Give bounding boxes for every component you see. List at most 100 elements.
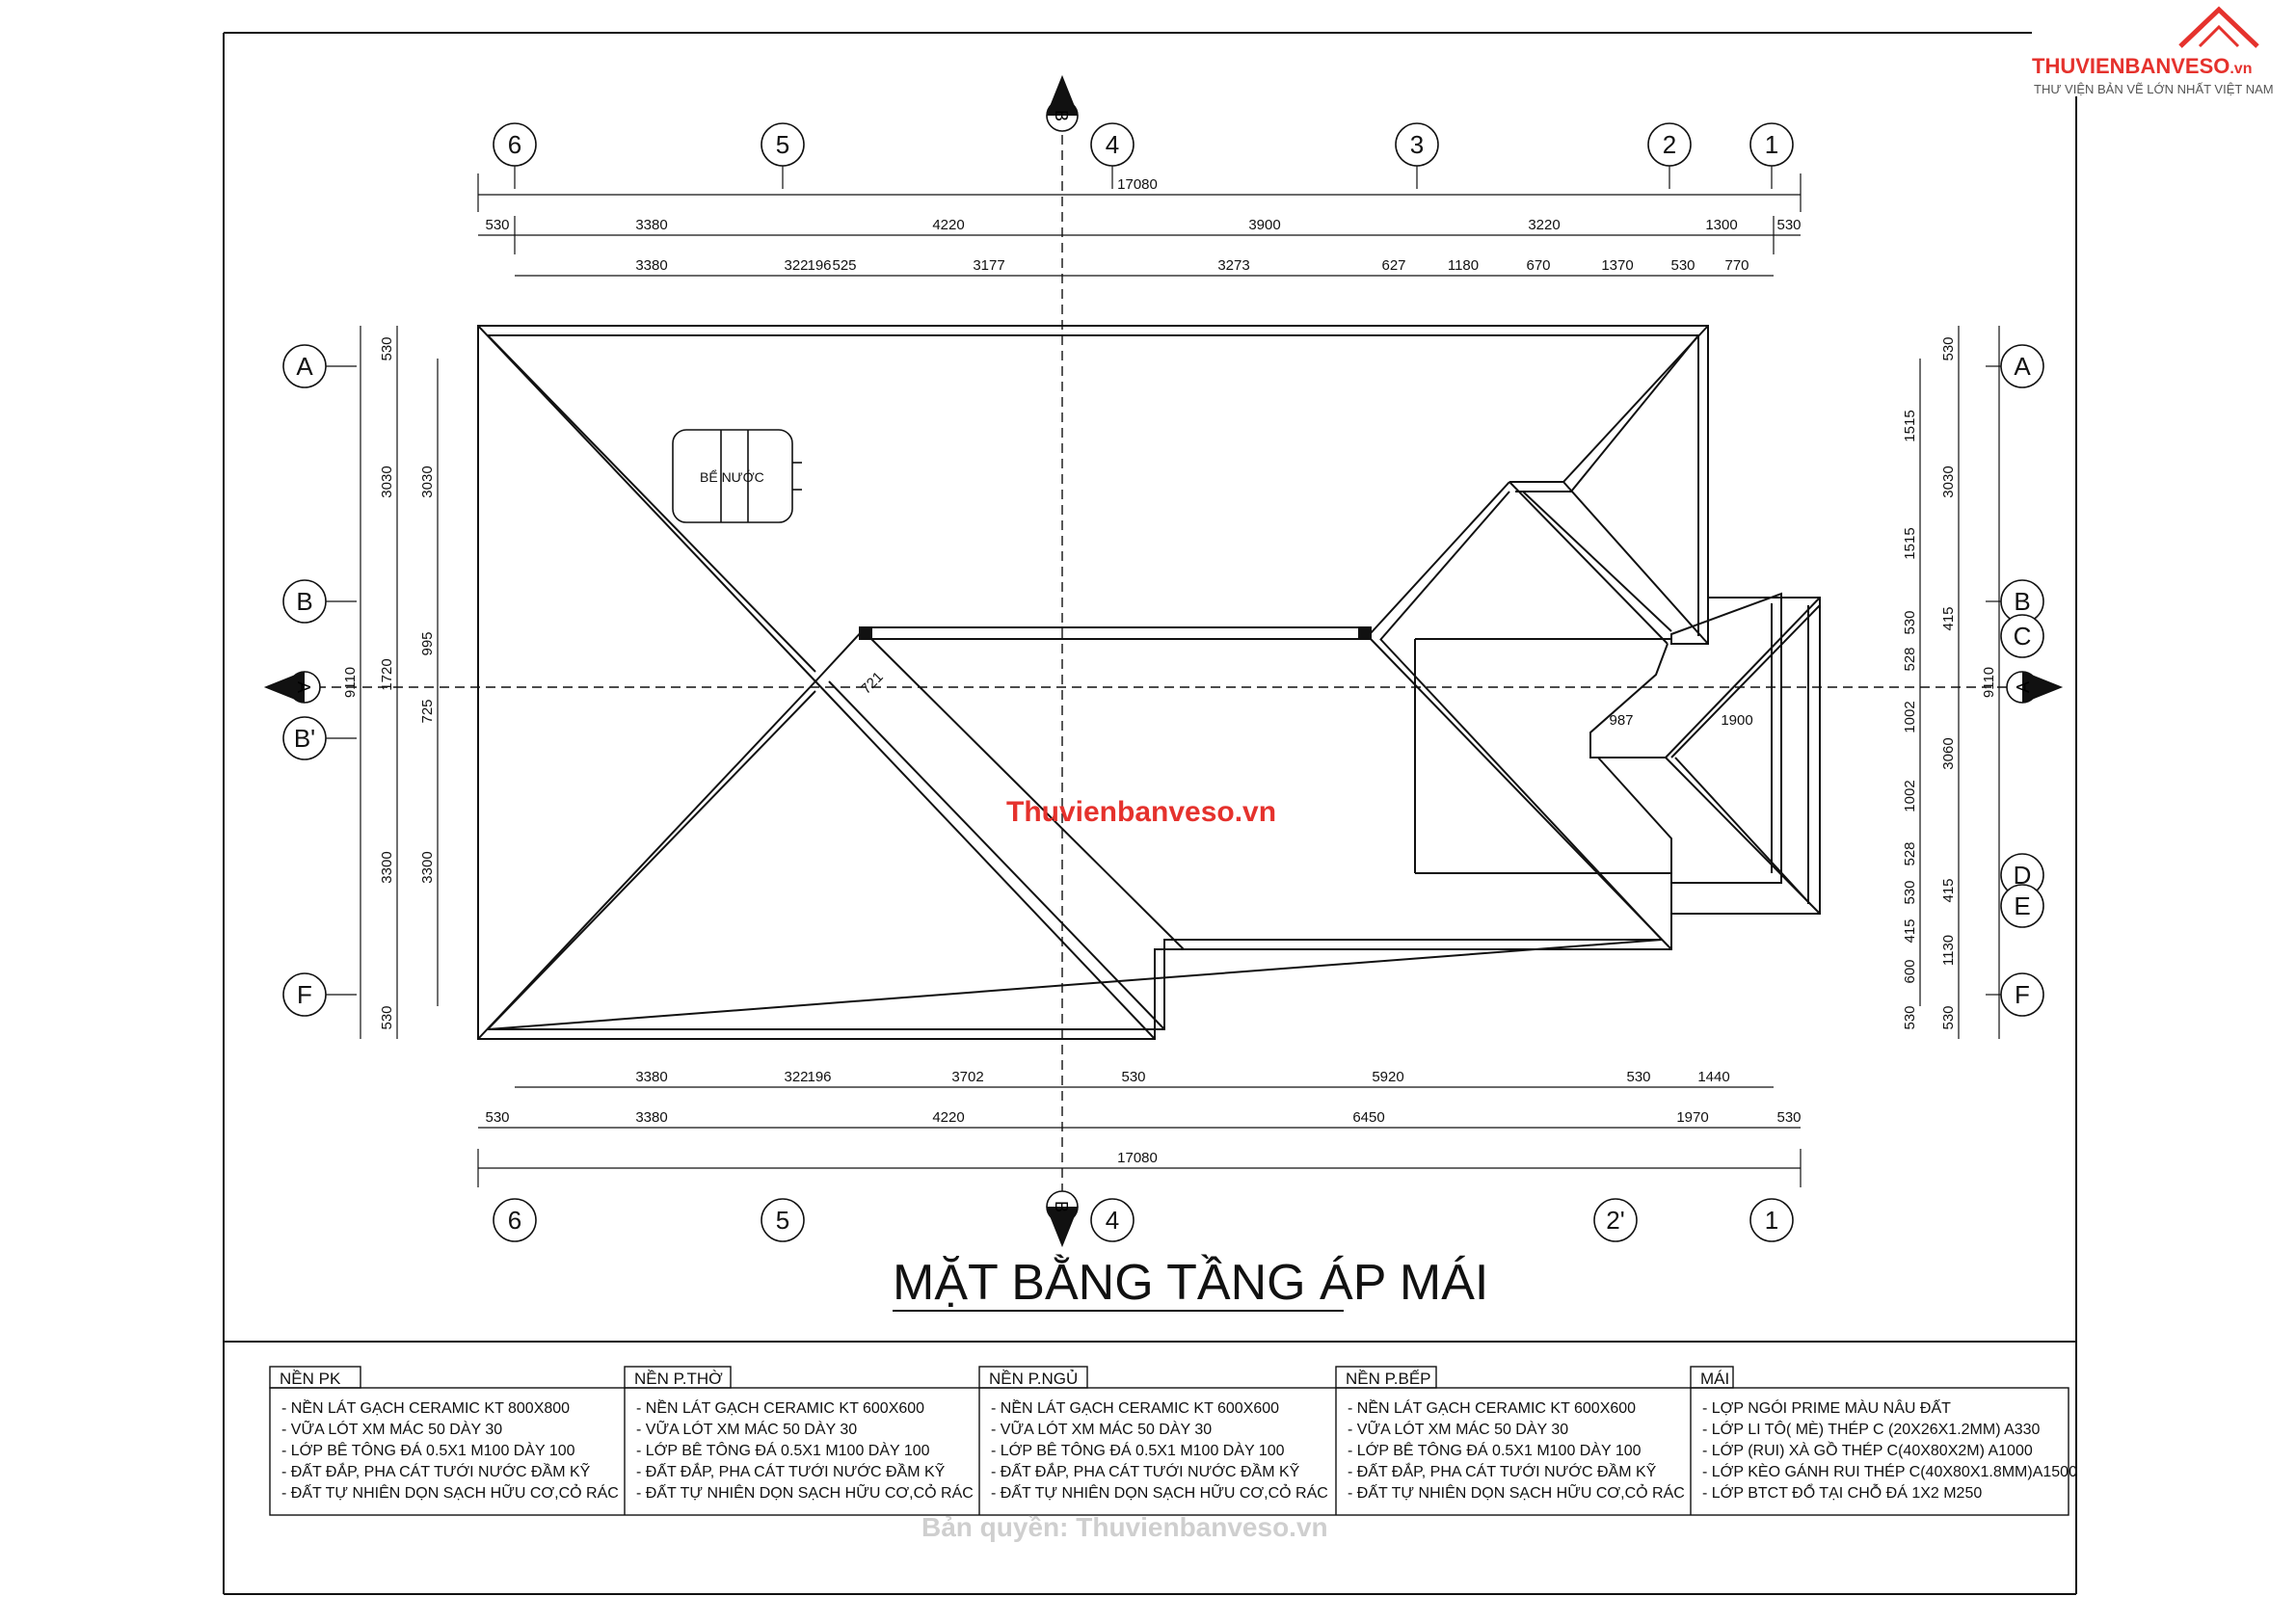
dim-top-2: 525 [832, 257, 856, 274]
notes-line: - ĐẤT ĐẮP, PHA CÁT TƯỚI NƯỚC ĐẦM KỸ [636, 1461, 946, 1480]
dim-top-2: 670 [1526, 257, 1550, 274]
sheet-frame [223, 32, 2077, 1595]
notes-text: NỀN PK - NỀN LÁT GẠCH CERAMIC KT 800X800 -… [280, 1370, 2077, 1502]
section-label-top: B [1052, 110, 1071, 121]
dim-bottom-1: 530 [1626, 1069, 1650, 1085]
dim-bottom-1: 530 [1121, 1069, 1145, 1085]
axis-top-1: 1 [1765, 130, 1778, 159]
dim-left-outer: 530 [379, 1005, 395, 1029]
dim-bottom-1: 3380 [635, 1069, 667, 1085]
dim-top-2: 627 [1381, 257, 1405, 274]
dim-top-2: 530 [1670, 257, 1695, 274]
axis-bubble-leaders [326, 166, 2001, 996]
notes-line: - NỀN LÁT GẠCH CERAMIC KT 600X600 [636, 1398, 924, 1417]
grid-lines [285, 104, 2015, 1195]
axis-top-2: 2 [1663, 130, 1676, 159]
dim-top-2: 1180 [1448, 257, 1479, 274]
dim-left-outer: 3300 [379, 851, 395, 883]
notes-line: - LỚP BÊ TÔNG ĐÁ 0.5X1 M100 DÀY 100 [636, 1441, 930, 1459]
dim-left-inner: 3030 [419, 466, 436, 497]
axis-right-B: B [2014, 587, 2030, 616]
notes-line: - LỚP BTCT ĐỔ TẠI CHỖ ĐÁ 1X2 M250 [1702, 1483, 1982, 1502]
dim-top-2: 322 [784, 257, 808, 274]
notes-line: - NỀN LÁT GẠCH CERAMIC KT 800X800 [281, 1398, 570, 1417]
roof-outline [477, 325, 1821, 1040]
dim-top-1: 1300 [1705, 217, 1737, 233]
drawing-title: MẶT BẰNG TẦNG ÁP MÁI [893, 1254, 1488, 1311]
notes-line: - VỮA LÓT XM MÁC 50 DÀY 30 [1348, 1419, 1568, 1438]
dim-right-total: 9110 [1981, 667, 1997, 698]
notes-line: - LỢP NGÓI PRIME MÀU NÂU ĐẤT [1702, 1398, 1951, 1417]
notes-line: - ĐẤT ĐẮP, PHA CÁT TƯỚI NƯỚC ĐẦM KỸ [281, 1461, 591, 1480]
dimension-lines [360, 173, 2000, 1187]
dim-right-inner: 530 [1902, 880, 1918, 904]
center-watermark: Thuvienbanveso.vn [1006, 796, 1276, 828]
svg-text:THUVIENBANVESO.vn: THUVIENBANVESO.vn [2032, 54, 2252, 78]
notes-heading: NỀN P.NGỦ [989, 1370, 1078, 1388]
axis-left-Bp: B' [294, 724, 315, 753]
notes-line: - ĐẤT TỰ NHIÊN DỌN SẠCH HỮU CƠ,CỎ RÁC [991, 1482, 1328, 1502]
axis-bubbles [282, 122, 2044, 1242]
dim-right-inner: 528 [1902, 647, 1918, 671]
axis-bottom-1: 1 [1765, 1206, 1778, 1235]
axis-left-B: B [296, 587, 312, 616]
notes-heading: NỀN PK [280, 1370, 341, 1388]
axis-bottom-2p: 2' [1606, 1206, 1624, 1235]
notes-line: - LỚP KÈO GÁNH RUI THÉP C(40X80X1.8MM)A1… [1702, 1462, 2077, 1480]
dim-bottom-2: 4220 [932, 1109, 964, 1126]
dim-bottom-2: 1970 [1676, 1109, 1708, 1126]
dim-bottom-1: 3702 [951, 1069, 983, 1085]
dim-right-inner: 1515 [1902, 410, 1918, 441]
brand-logo: THUVIENBANVESO.vn THƯ VIỆN BẢN VẼ LỚN NH… [2032, 6, 2274, 96]
dim-top-1: 530 [485, 217, 509, 233]
dimension-texts: 17080 530 3380 4220 3900 3220 1300 530 3… [485, 176, 1801, 1166]
axis-top-5: 5 [776, 130, 789, 159]
dim-left-outer: 3030 [379, 466, 395, 497]
dim-right-outer: 1130 [1940, 935, 1957, 966]
dim-top-1: 3220 [1528, 217, 1560, 233]
notes-heading: NỀN P.THỜ [634, 1370, 723, 1388]
dim-top-1: 3380 [635, 217, 667, 233]
notes-line: - VỮA LÓT XM MÁC 50 DÀY 30 [281, 1419, 502, 1438]
notes-table [269, 1366, 2069, 1516]
dim-top-1: 4220 [932, 217, 964, 233]
dim-right-inner: 415 [1902, 918, 1918, 943]
dim-left-outer: 1720 [379, 658, 395, 690]
axis-right-C: C [2014, 622, 2032, 651]
logo-tagline: THƯ VIỆN BẢN VẼ LỚN NHẤT VIỆT NAM [2034, 82, 2274, 96]
notes-heading: MÁI [1700, 1370, 1729, 1388]
section-label-right: A [2014, 681, 2033, 693]
dim-bottom-1: 5920 [1372, 1069, 1403, 1085]
notes-line: - VỮA LÓT XM MÁC 50 DÀY 30 [636, 1419, 857, 1438]
logo-brand: THUVIENBANVESO [2032, 54, 2229, 78]
axis-right-E: E [2014, 891, 2030, 920]
axis-top-6: 6 [508, 130, 521, 159]
notes-line: - ĐẤT ĐẮP, PHA CÁT TƯỚI NƯỚC ĐẦM KỸ [1348, 1461, 1657, 1480]
tank-label: BỂ NƯỚC [700, 468, 764, 485]
dim-bottom-2: 3380 [635, 1109, 667, 1126]
house-logo-icon [2178, 6, 2259, 48]
dim-left-outer: 530 [379, 336, 395, 360]
dim-top-2: 196 [807, 257, 831, 274]
dim-right-inner: 1002 [1902, 701, 1918, 732]
dim-left-inner: 3300 [419, 851, 436, 883]
dim-left-inner: 725 [419, 699, 436, 723]
notes-line: - LỚP LI TÔ( MÈ) THÉP C (20X26X1.2MM) A3… [1702, 1420, 2041, 1438]
dim-top-2: 1370 [1601, 257, 1633, 274]
notes-line: - LỚP BÊ TÔNG ĐÁ 0.5X1 M100 DÀY 100 [1348, 1441, 1642, 1459]
section-label-left: A [294, 681, 313, 693]
dim-bottom-2: 530 [1776, 1109, 1801, 1126]
dim-right-outer: 415 [1940, 878, 1957, 902]
dim-right-inner: 530 [1902, 1005, 1918, 1029]
axis-left-A: A [296, 352, 313, 381]
dim-right-outer: 3030 [1940, 466, 1957, 497]
notes-line: - NỀN LÁT GẠCH CERAMIC KT 600X600 [1348, 1398, 1636, 1417]
dim-right-inner: 1002 [1902, 780, 1918, 812]
dim-right-outer: 530 [1940, 1005, 1957, 1029]
water-tank: BỂ NƯỚC [672, 429, 802, 523]
axis-labels: 6 5 4 3 2 1 6 5 4 2' 1 A B B' F A B C D … [294, 110, 2033, 1235]
dim-right-inner: 530 [1902, 610, 1918, 634]
notes-line: - NỀN LÁT GẠCH CERAMIC KT 600X600 [991, 1398, 1279, 1417]
vertical-dimension-texts: 530 3030 1720 3300 530 3030 995 725 3300… [342, 336, 1997, 1029]
